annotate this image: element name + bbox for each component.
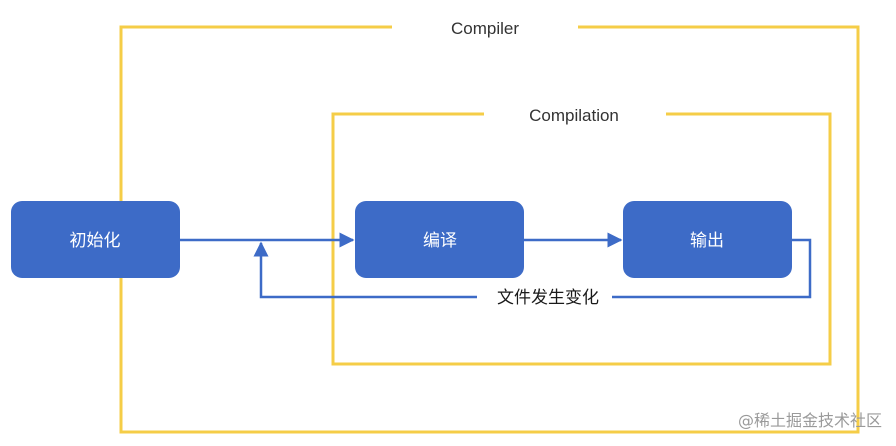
edge-feedback-left [253,241,477,299]
node-init-label: 初始化 [70,231,121,251]
compilation-label: Compilation [529,106,619,125]
node-compile[interactable]: 编译 [355,201,524,278]
compiler-label: Compiler [451,19,519,38]
edge-file-change-label: 文件发生变化 [497,288,599,308]
edge-feedback-right [612,238,812,299]
compilation-frame [331,112,832,366]
node-output[interactable]: 输出 [623,201,792,278]
node-init[interactable]: 初始化 [11,201,180,278]
node-output-label: 输出 [690,231,724,251]
watermark-text: @稀土掘金技术社区 [738,411,882,430]
node-compile-label: 编译 [423,231,457,251]
compiler-frame [119,25,860,434]
